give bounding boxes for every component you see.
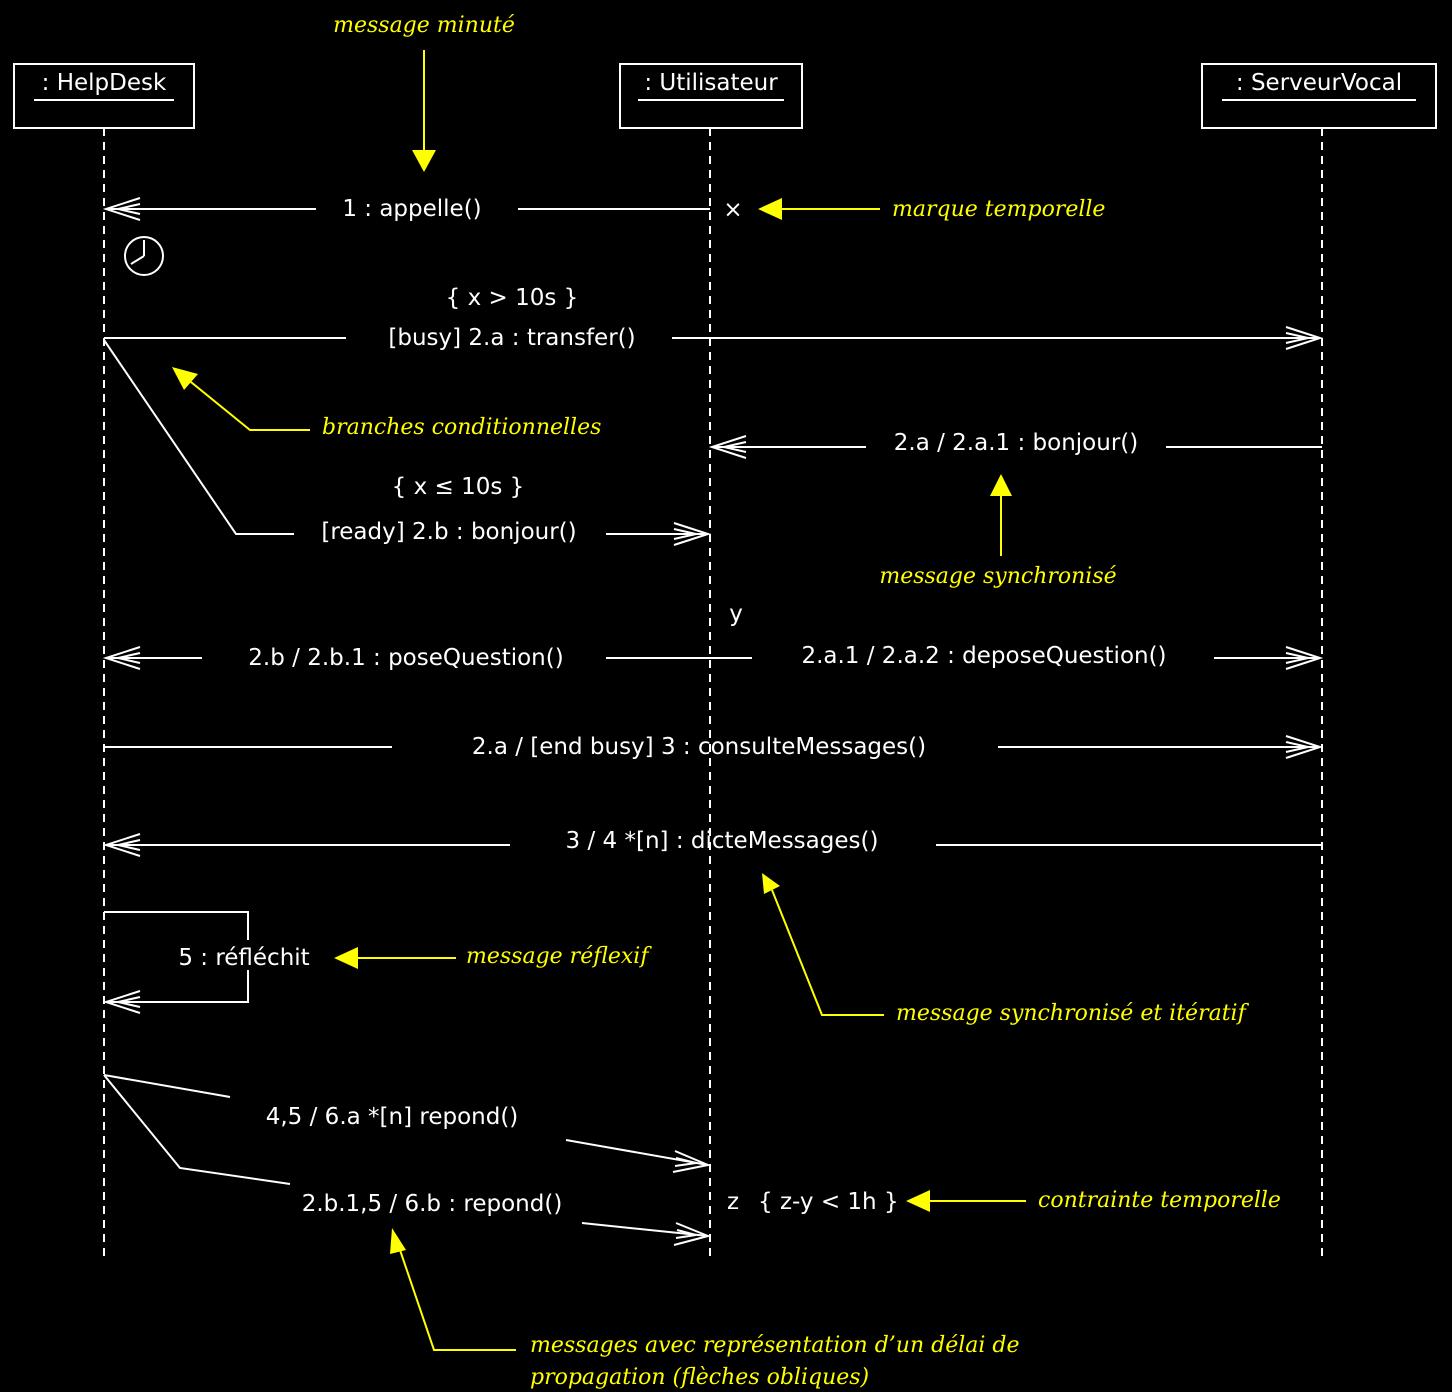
annotation-time-mark-label: marque temporelle: [892, 197, 1105, 222]
message-4-dictemessages: 3 / 4 *[n] : dicteMessages(): [102, 828, 1322, 857]
participant-serveurvocal-label: : ServeurVocal: [1236, 70, 1402, 96]
participant-utilisateur: : Utilisateur: [619, 63, 803, 129]
participant-utilisateur-label: : Utilisateur: [644, 70, 778, 96]
message-2a2-deposequestion: 2.a.1 / 2.a.2 : deposeQuestion(): [801, 643, 1324, 670]
annotation-sync-iterative: message synchronisé et itératif: [762, 873, 1250, 1026]
annotation-synchronized-label: message synchronisé: [879, 564, 1116, 589]
message-2b-label: [ready] 2.b : bonjour(): [321, 519, 576, 545]
message-3-label: 2.a / [end busy] 3 : consulteMessages(): [472, 734, 926, 760]
participant-helpdesk-label: : HelpDesk: [42, 70, 167, 96]
message-1-appelle: 1 : appelle(): [102, 196, 710, 222]
message-2b1-label: 2.b / 2.b.1 : poseQuestion(): [248, 645, 563, 671]
guard-busy-label: { x > 10s }: [446, 285, 579, 311]
clock-icon: [124, 236, 164, 276]
message-2a-label: [busy] 2.a : transfer(): [388, 325, 635, 351]
message-6a-label: 4,5 / 6.a *[n] repond(): [266, 1104, 519, 1130]
annotation-sync-iterative-label: message synchronisé et itératif: [896, 1001, 1250, 1026]
time-mark-x: ×: [723, 197, 742, 223]
annotation-time-constraint: contrainte temporelle: [906, 1188, 1281, 1213]
message-2a2-label: 2.a.1 / 2.a.2 : deposeQuestion(): [801, 643, 1166, 669]
message-6b-repond: 2.b.1,5 / 6.b : repond(): [103, 1074, 712, 1246]
participant-helpdesk: : HelpDesk: [13, 63, 195, 129]
guard-ready-label: { x ≤ 10s }: [392, 474, 525, 500]
message-2a-transfer: { x > 10s } [busy] 2.a : transfer(): [104, 285, 1324, 351]
annotation-conditional-label: branches conditionnelles: [322, 415, 601, 440]
message-2b-bonjour: { x ≤ 10s } [ready] 2.b : bonjour(): [103, 339, 712, 546]
time-mark-y: y: [729, 601, 743, 627]
annotation-time-mark: marque temporelle: [758, 197, 1105, 222]
annotation-propagation-delay: messages avec représentation d’un délai …: [390, 1228, 1020, 1390]
message-2a1-bonjour: 2.a / 2.a.1 : bonjour(): [708, 430, 1322, 459]
message-1-label: 1 : appelle(): [342, 196, 481, 222]
message-5-reflechit: 5 : réfléchit: [102, 911, 310, 1014]
time-mark-z: z: [727, 1189, 739, 1215]
annotation-conditional: branches conditionnelles: [172, 367, 601, 440]
annotation-reflexive: message réflexif: [334, 944, 652, 969]
annotation-time-constraint-label: contrainte temporelle: [1038, 1188, 1281, 1213]
message-5-label: 5 : réfléchit: [178, 945, 309, 971]
annotation-timed-message: message minuté: [333, 13, 515, 172]
annotation-delay-line1: messages avec représentation d’un délai …: [530, 1333, 1020, 1358]
time-constraint-label: { z-y < 1h }: [758, 1189, 899, 1215]
message-2b1-posequestion: 2.b / 2.b.1 : poseQuestion(): [102, 645, 752, 671]
participant-serveurvocal: : ServeurVocal: [1201, 63, 1437, 129]
message-2a1-label: 2.a / 2.a.1 : bonjour(): [894, 430, 1138, 456]
annotation-synchronized: message synchronisé: [879, 474, 1117, 589]
annotation-reflexive-label: message réflexif: [466, 944, 652, 969]
message-3-consultemessages: 2.a / [end busy] 3 : consulteMessages(): [104, 734, 1324, 760]
message-6b-label: 2.b.1,5 / 6.b : repond(): [302, 1191, 563, 1217]
annotation-delay-line2: propagation (flèches obliques): [530, 1365, 869, 1390]
message-6a-repond: 4,5 / 6.a *[n] repond(): [103, 1074, 712, 1173]
annotation-timed-label: message minuté: [333, 13, 515, 38]
message-4-label: 3 / 4 *[n] : dicteMessages(): [566, 828, 879, 854]
